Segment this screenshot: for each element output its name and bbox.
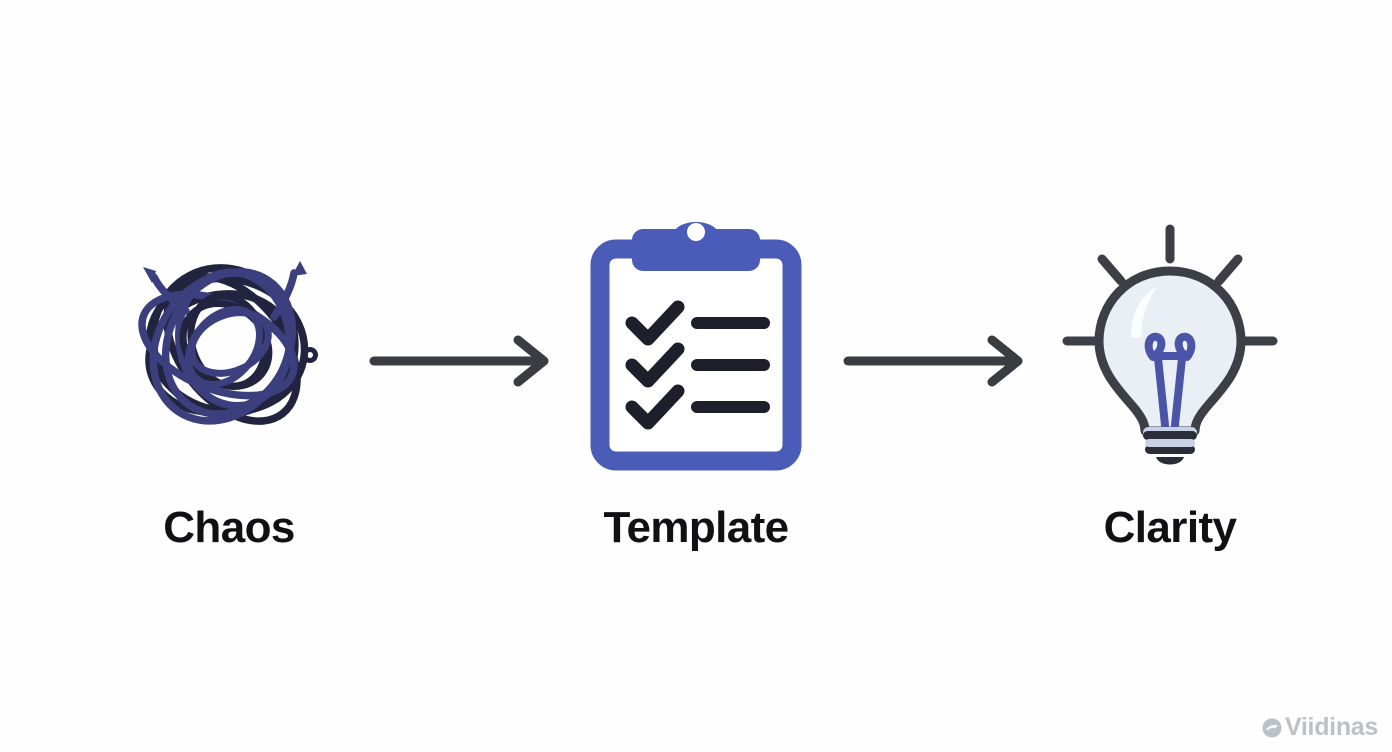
lightbulb-highlight bbox=[1131, 287, 1157, 337]
ray-top-left bbox=[1097, 254, 1126, 286]
lightbulb-base-band-1 bbox=[1143, 431, 1197, 440]
check-icon bbox=[625, 300, 685, 345]
lightbulb-base-contact bbox=[1156, 457, 1184, 465]
check-icon bbox=[625, 342, 685, 387]
lightbulb-rays bbox=[1062, 224, 1278, 346]
lightbulb-base-gap bbox=[1145, 439, 1195, 447]
scribble-arrowhead-right bbox=[292, 261, 307, 276]
lightbulb-base-band-2 bbox=[1145, 445, 1195, 454]
arrow-right-icon bbox=[843, 335, 1023, 387]
clipboard-clip-hole bbox=[687, 222, 705, 241]
step-label-clarity: Clarity bbox=[1103, 503, 1237, 552]
ray-top-right bbox=[1214, 254, 1243, 286]
flow-step-clarity: Clarity bbox=[1005, 208, 1335, 550]
lightbulb-filament bbox=[1144, 332, 1196, 429]
clipboard-clip-bar bbox=[632, 228, 760, 271]
connector-arrow-2 bbox=[842, 333, 1032, 394]
scribble-dot bbox=[302, 347, 318, 363]
chaos-icon-wrap bbox=[114, 208, 344, 478]
watermark: Viidinas bbox=[1261, 715, 1378, 740]
checklist-row-1 bbox=[625, 300, 770, 345]
lightbulb-icon bbox=[1062, 224, 1278, 465]
clipboard-board bbox=[590, 239, 802, 470]
lightbulb-glass bbox=[1094, 266, 1246, 436]
checklist-row-3 bbox=[625, 384, 770, 429]
scribble-arrowhead-left bbox=[143, 267, 156, 283]
watermark-logo-icon bbox=[1261, 717, 1283, 739]
flow-step-template: Template bbox=[531, 208, 861, 550]
watermark-text: Viidinas bbox=[1284, 713, 1378, 741]
arrow-right-icon bbox=[369, 335, 549, 387]
step-label-template: Template bbox=[603, 503, 789, 552]
tangled-scribble-icon bbox=[138, 261, 318, 425]
step-label-chaos: Chaos bbox=[163, 503, 295, 552]
template-icon-wrap bbox=[586, 208, 806, 478]
clarity-icon-wrap bbox=[1055, 208, 1285, 478]
check-icon bbox=[625, 384, 685, 429]
flow-step-chaos: Chaos bbox=[64, 208, 394, 550]
connector-arrow-1 bbox=[368, 333, 558, 394]
checklist-row-2 bbox=[625, 342, 770, 387]
clipboard-checklist-icon bbox=[590, 221, 802, 470]
